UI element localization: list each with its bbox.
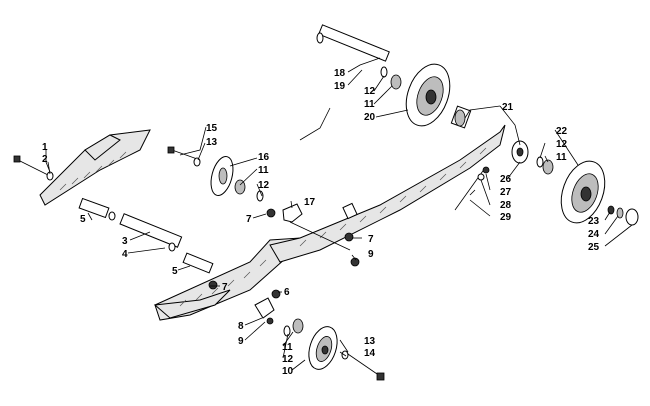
bearings: [234, 74, 554, 334]
callout-29: 29: [500, 212, 512, 223]
small-parts-27-28: [477, 166, 490, 181]
callout-10: 10: [282, 366, 294, 377]
bracket-17: [282, 203, 303, 223]
callout-8: 8: [238, 321, 244, 332]
callout-13-lower: 13: [364, 336, 376, 347]
callout-7-upper: 7: [246, 214, 252, 225]
callout-19: 19: [334, 81, 346, 92]
callout-11-top: 11: [364, 99, 375, 110]
callout-24: 24: [588, 229, 600, 240]
callout-7-right: 7: [368, 234, 374, 245]
callout-26: 26: [500, 174, 512, 185]
callout-21: 21: [502, 102, 514, 113]
axle-shaft-3: [119, 213, 183, 248]
callout-12-right: 12: [556, 139, 568, 150]
hub-21: [450, 105, 472, 129]
callout-20: 20: [364, 112, 376, 123]
callout-4: 4: [122, 249, 128, 260]
callout-12-top: 12: [364, 86, 376, 97]
callout-5-left: 5: [80, 214, 86, 225]
callout-17: 17: [304, 197, 316, 208]
callout-12-lower: 12: [282, 354, 294, 365]
callout-9-right: 9: [368, 249, 374, 260]
callout-15: 15: [206, 123, 218, 134]
wheel-20: [405, 63, 451, 127]
upper-shaft-18: [316, 24, 390, 62]
callout-6: 6: [284, 287, 290, 298]
callout-16: 16: [258, 152, 270, 163]
hub-26: [511, 140, 529, 164]
callout-11-mid: 11: [258, 165, 269, 176]
callout-27: 27: [500, 187, 512, 198]
callout-3: 3: [122, 236, 128, 247]
right-main-rail: [269, 124, 506, 263]
washers: [46, 66, 544, 360]
callout-22: 22: [556, 126, 568, 137]
callout-14: 14: [364, 348, 376, 359]
spacer-tube-5-left: [78, 197, 110, 219]
callout-23: 23: [588, 216, 600, 227]
wheel-22: [560, 160, 606, 224]
callout-labels: 1 2 3 4 5 5 6 7 7 7 8 9 9 10 11 11 11 11…: [42, 68, 600, 377]
callout-1: 1: [42, 142, 48, 153]
callout-18: 18: [334, 68, 346, 79]
callout-7-lower: 7: [222, 282, 228, 293]
spacer-tube-5-right: [182, 252, 214, 274]
rear-lower-rail: [153, 237, 301, 321]
wheel-16: [210, 156, 234, 196]
callout-2: 2: [42, 154, 48, 165]
caps-23-25: [607, 205, 639, 226]
callout-13-upper: 13: [206, 137, 218, 148]
cross-shaft: [289, 221, 351, 251]
callout-28: 28: [500, 200, 512, 211]
callout-12-mid: 12: [258, 180, 270, 191]
leader-lines: [45, 57, 633, 371]
callout-11-lower: 11: [282, 342, 293, 353]
wheel-10: [308, 326, 338, 370]
callout-5-right: 5: [172, 266, 178, 277]
front-left-rail: [39, 129, 151, 206]
bracket-8: [254, 297, 275, 319]
callout-9-lower: 9: [238, 336, 244, 347]
nuts: [208, 208, 360, 325]
bolt-1: [13, 155, 51, 177]
callout-25: 25: [588, 242, 600, 253]
callout-11-right: 11: [556, 152, 567, 163]
bolt-13-lower: [344, 351, 385, 381]
